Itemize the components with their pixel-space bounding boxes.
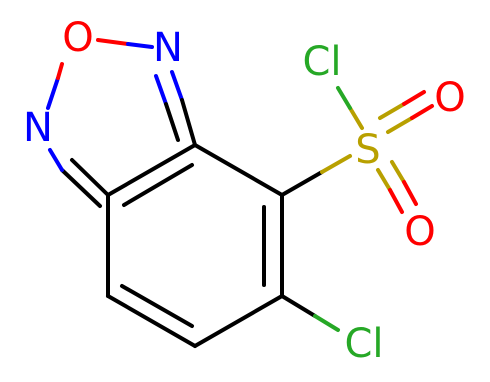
bond-s-cl: [348, 106, 364, 130]
bonds: [46, 38, 434, 348]
bond-c6-c7-inner: [120, 284, 194, 328]
atom-chlorine-ring: Cl: [344, 321, 383, 367]
atom-oxygen-upper: O: [434, 75, 465, 121]
bond-s-o-up-2: [378, 102, 406, 120]
bond-s-o-down-2: [390, 160, 406, 184]
bond-s-o-up: [386, 116, 414, 134]
bond-n-o: [46, 76, 60, 110]
bond-c6-c7: [106, 294, 197, 348]
bond-o-n-end: [56, 62, 64, 80]
bond-s-o-down-b: [388, 188, 404, 214]
bond-n2-c3a-inner: [154, 74, 168, 106]
bond-s-o-up-2b: [402, 90, 426, 106]
bond-n-end: [48, 148, 64, 172]
bond-o-n2: [96, 38, 130, 46]
bond-n2-c3a-inner-b: [164, 102, 180, 142]
bond-n2-c3a-b: [180, 98, 197, 147]
bond-c7a-n-2: [60, 168, 102, 208]
bond-c7a-c3a: [106, 143, 197, 197]
bond-c7a-c3a-inner: [122, 163, 194, 207]
bond-o-n2-b: [126, 42, 154, 49]
bond-c4-s-b: [320, 154, 352, 174]
bond-s-o-down-2b: [402, 180, 418, 206]
bond-s-cl-b: [336, 86, 352, 110]
bond-s-o-up-b: [410, 104, 434, 120]
bond-s-o-down: [376, 168, 392, 192]
bond-c4-s: [280, 170, 324, 197]
atom-oxygen-ring: O: [62, 15, 93, 61]
atom-sulfur: S: [355, 127, 380, 173]
bond-c3a-c4: [193, 143, 284, 197]
bond-c5-cl-b: [313, 314, 340, 332]
bond-c5-cl: [280, 294, 317, 318]
atom-oxygen-lower: O: [404, 209, 435, 255]
bond-n2-c3a: [170, 70, 184, 102]
atom-nitrogen-right: N: [153, 25, 183, 71]
bond-c5-c6: [193, 294, 284, 348]
bond-c7a-n: [70, 158, 110, 197]
atom-nitrogen-left: N: [23, 105, 53, 151]
atom-labels: O N N Cl S O O Cl: [23, 15, 466, 367]
atom-chlorine-sulfonyl: Cl: [302, 39, 341, 85]
